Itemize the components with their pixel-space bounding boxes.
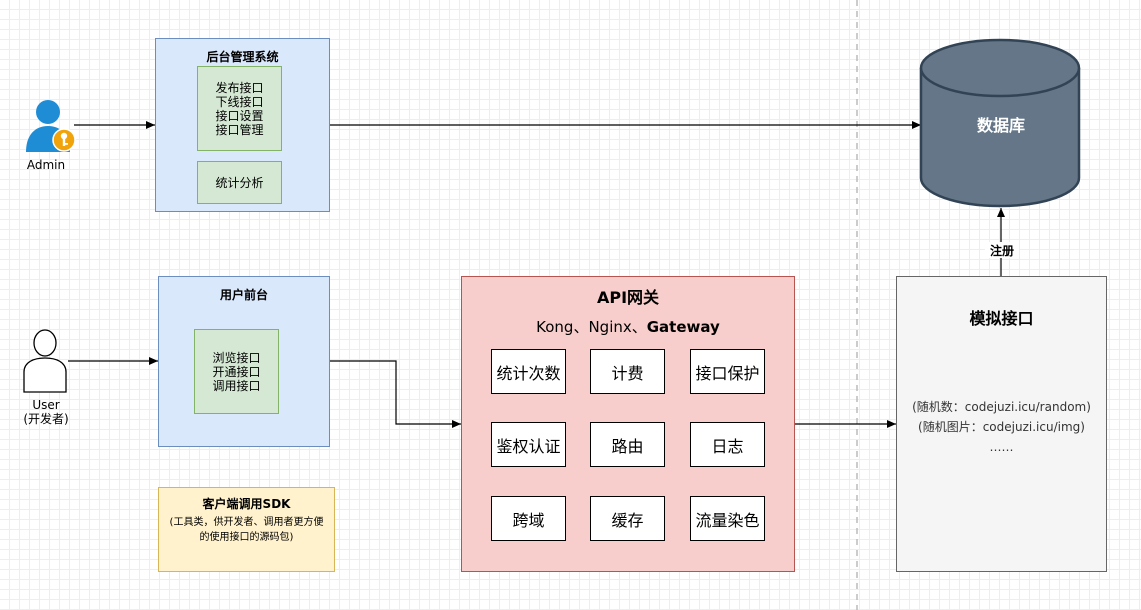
frontend-api-group: 浏览接口 开通接口 调用接口 bbox=[194, 329, 279, 414]
admin-user-icon bbox=[26, 100, 76, 152]
gateway-feature-cell: 计费 bbox=[590, 349, 665, 394]
gateway-subtitle-prefix: Kong、Nginx、 bbox=[536, 318, 647, 336]
database-label: 数据库 bbox=[976, 116, 1025, 135]
gateway-title: API网关 bbox=[596, 288, 660, 307]
gateway-feature-cell: 接口保护 bbox=[690, 349, 765, 394]
gateway-feature-cell: 路由 bbox=[590, 422, 665, 467]
sdk-box: 客户端调用SDK (工具类，供开发者、调用者更方便 的使用接口的源码包) bbox=[158, 487, 335, 572]
mock-examples: (随机数：codejuzi.icu/random) (随机图片：codejuzi… bbox=[897, 397, 1106, 457]
user-label-line1: User bbox=[32, 398, 60, 412]
backend-item: 发布接口 bbox=[215, 80, 264, 95]
backend-item: 接口管理 bbox=[215, 122, 264, 137]
backend-item: 接口设置 bbox=[215, 108, 264, 123]
mock-example-line: (随机图片：codejuzi.icu/img) bbox=[918, 420, 1085, 434]
gateway-feature-cell: 缓存 bbox=[590, 496, 665, 541]
frontend-item: 调用接口 bbox=[212, 378, 261, 393]
mock-example-line: (随机数：codejuzi.icu/random) bbox=[912, 400, 1091, 414]
backend-api-group: 发布接口 下线接口 接口设置 接口管理 bbox=[197, 66, 282, 151]
backend-stats-label: 统计分析 bbox=[215, 175, 264, 190]
user-person-icon bbox=[23, 329, 67, 393]
mock-title: 模拟接口 bbox=[969, 309, 1034, 328]
mock-example-line: …… bbox=[989, 440, 1014, 454]
gateway-subtitle-bold: Gateway bbox=[646, 318, 720, 336]
mock-api-box: 模拟接口 (随机数：codejuzi.icu/random) (随机图片：cod… bbox=[896, 276, 1107, 572]
admin-label: Admin bbox=[26, 158, 66, 172]
frontend-item: 浏览接口 bbox=[212, 350, 261, 365]
sdk-title: 客户端调用SDK bbox=[202, 497, 291, 511]
edge-register-label: 注册 bbox=[985, 242, 1019, 258]
gateway-feature-cell: 日志 bbox=[690, 422, 765, 467]
backend-item: 下线接口 bbox=[215, 94, 264, 109]
user-label-line2: (开发者) bbox=[23, 412, 69, 426]
gateway-feature-cell: 统计次数 bbox=[491, 349, 566, 394]
edge-frontend-gateway bbox=[330, 360, 461, 428]
gateway-feature-cell: 鉴权认证 bbox=[491, 422, 566, 467]
database-icon bbox=[919, 38, 1081, 208]
gateway-feature-cell: 跨域 bbox=[491, 496, 566, 541]
backend-title: 后台管理系统 bbox=[206, 50, 279, 64]
frontend-item: 开通接口 bbox=[212, 364, 261, 379]
user-label: User (开发者) bbox=[14, 398, 78, 426]
gateway-subtitle: Kong、Nginx、Gateway bbox=[462, 316, 794, 337]
sdk-desc-line1: (工具类，供开发者、调用者更方便 bbox=[169, 517, 324, 528]
backend-stats-box: 统计分析 bbox=[197, 161, 282, 204]
sdk-desc-line2: 的使用接口的源码包) bbox=[199, 532, 294, 543]
gateway-feature-cell: 流量染色 bbox=[690, 496, 765, 541]
sdk-description: (工具类，供开发者、调用者更方便 的使用接口的源码包) bbox=[159, 515, 334, 545]
frontend-title: 用户前台 bbox=[219, 288, 268, 302]
